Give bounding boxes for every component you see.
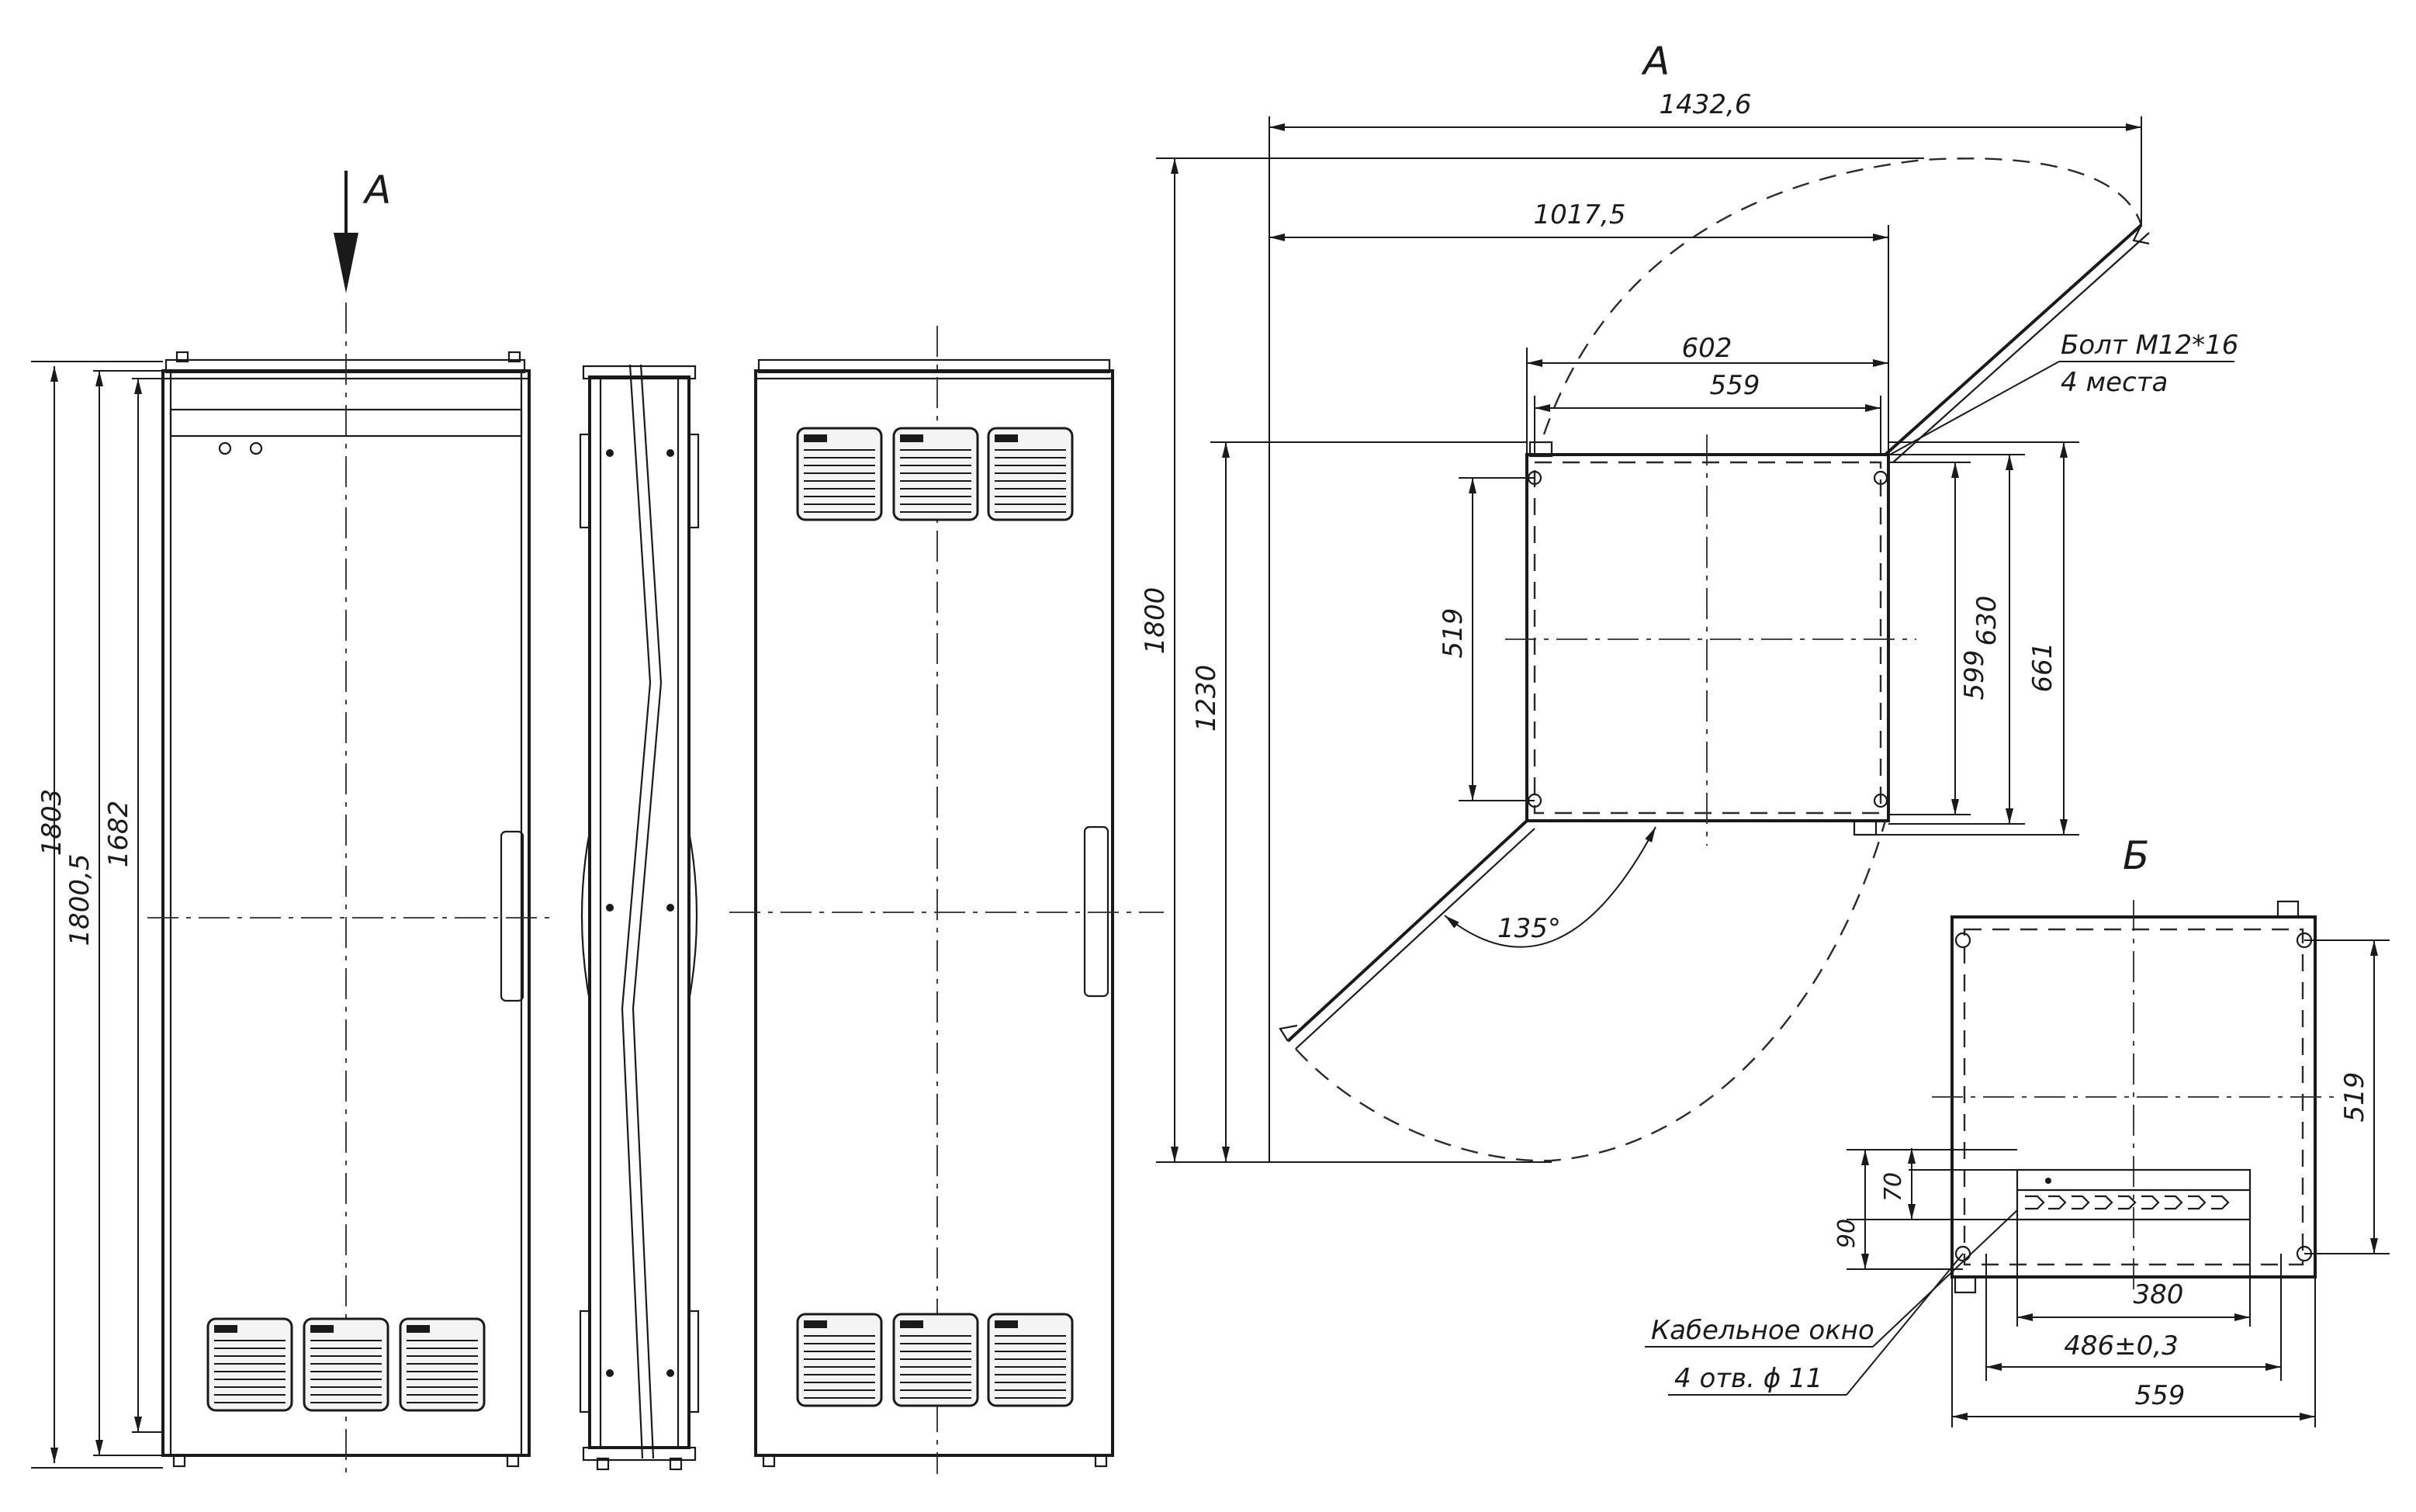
mounting-hole-icon <box>1954 932 1971 949</box>
ventilation-grille-icon <box>303 1317 389 1412</box>
ventilation-grille-icon <box>892 427 979 521</box>
ventilation-grille-icon <box>987 427 1074 521</box>
plan-view-a: А 135° 1432,6 1017,5 <box>1140 39 2238 1163</box>
door-swing-arc <box>1295 820 1887 1162</box>
ventilation-grille-icon <box>796 1313 883 1407</box>
dim-486: 486±0,3 <box>2064 1330 2178 1361</box>
dim-90: 90 <box>1833 1219 1860 1248</box>
dim-599: 599 <box>1959 650 1990 701</box>
plan-cabinet-outline <box>1525 453 1890 822</box>
front-view: А 1803 1800,5 <box>31 168 551 1474</box>
bottom-view-b: Б 519 70 90 380 <box>1645 833 2390 1427</box>
dim-open-width: 1017,5 <box>1534 199 1626 230</box>
note-cable-window: Кабельное окно <box>1651 1315 1874 1346</box>
ventilation-grille-icon <box>987 1313 1074 1407</box>
front-door-handle <box>500 830 524 1002</box>
ventilation-grille-icon <box>796 427 883 521</box>
ventilation-grille-icon <box>892 1313 979 1407</box>
bottom-view-title: Б <box>2123 833 2149 878</box>
bolt-hole-icon <box>1873 793 1888 808</box>
plan-view-title: А <box>1641 39 1670 84</box>
note-holes: 4 отв. ϕ 11 <box>1674 1363 1822 1394</box>
dim-661: 661 <box>2027 642 2058 693</box>
dim-630: 630 <box>1971 596 2002 646</box>
cable-window <box>2016 1168 2252 1221</box>
dim-inner-width: 559 <box>1710 370 1760 401</box>
bolt-note-line2: 4 места <box>2061 367 2168 398</box>
dim-total-depth: 1800 <box>1140 587 1171 655</box>
ventilation-grille-icon <box>206 1317 293 1412</box>
rear-view <box>729 326 1164 1474</box>
dim-hole-spacing: 519 <box>1438 608 1469 659</box>
dim-outer-width: 602 <box>1682 333 1732 364</box>
dim-height-1800-5: 1800,5 <box>64 854 95 946</box>
front-door-open <box>1286 819 1528 1043</box>
view-a-label: А <box>362 168 391 213</box>
angle-label: 135° <box>1497 913 1561 944</box>
side-cabinet-body <box>588 375 691 1449</box>
bolt-note-line1: Болт М12*16 <box>2061 330 2238 361</box>
dim-380: 380 <box>2134 1279 2184 1310</box>
side-view <box>579 364 700 1471</box>
indicator-lamp-icon <box>249 441 263 455</box>
dim-total-height: 1803 <box>36 789 67 856</box>
dim-door-height: 1682 <box>103 801 134 868</box>
dim-door-swing-width: 1432,6 <box>1660 89 1752 120</box>
view-arrow-a: А <box>334 168 391 293</box>
ventilation-grille-icon <box>399 1317 486 1412</box>
bolt-hole-icon <box>1873 470 1888 486</box>
indicator-lamp-icon <box>218 441 232 455</box>
dim-70: 70 <box>1880 1172 1907 1202</box>
rear-door-open <box>1884 223 2143 456</box>
dim-depth-1230: 1230 <box>1191 665 1222 732</box>
dim-559: 559 <box>2135 1380 2186 1411</box>
dim-bottom-hole-spacing: 519 <box>2339 1072 2370 1123</box>
door-swing-arc <box>1542 157 2143 435</box>
rear-door-handle <box>1083 825 1109 998</box>
rear-cabinet-body <box>754 369 1114 1457</box>
